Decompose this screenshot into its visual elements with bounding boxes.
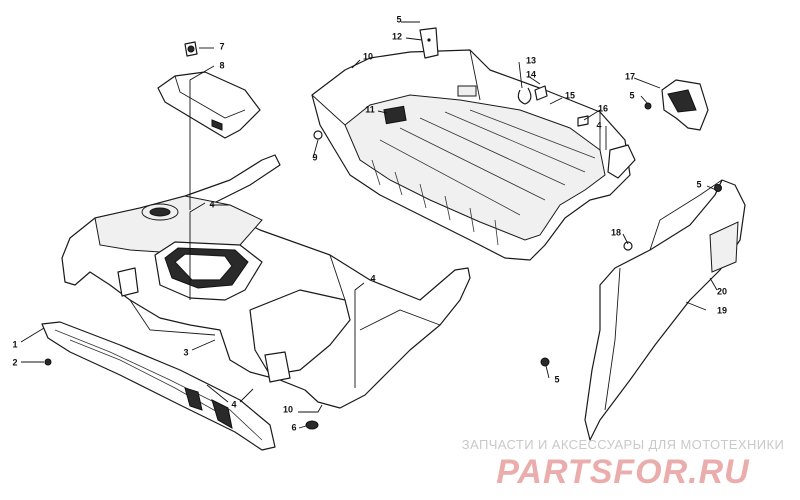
callout-10-cargo: 10 [363, 51, 373, 61]
callout-18: 18 [611, 227, 621, 237]
callout-14: 14 [526, 69, 536, 79]
callout-4-bottom: 4 [231, 399, 236, 409]
callout-7: 7 [219, 41, 224, 51]
callout-1: 1 [12, 339, 17, 349]
storage-lid [157, 71, 261, 139]
callout-4-cargo: 4 [596, 120, 601, 130]
callout-15: 15 [565, 90, 575, 100]
bracket [419, 27, 439, 59]
rear-body-panel [61, 154, 471, 409]
callout-5-latch: 5 [629, 90, 634, 100]
callout-12: 12 [392, 31, 402, 41]
callout-8: 8 [219, 60, 224, 70]
callout-4-center: 4 [370, 273, 375, 283]
latch-handle [661, 79, 709, 131]
callout-6: 6 [291, 422, 296, 432]
lower-left-trim [41, 321, 276, 451]
callout-20: 20 [717, 286, 727, 296]
callout-13: 13 [526, 55, 536, 65]
callout-19: 19 [717, 305, 727, 315]
site-watermark: ЗАПЧАСТИ И АКСЕССУАРЫ ДЛЯ МОТОТЕХНИКИ PA… [458, 437, 788, 492]
callout-16: 16 [598, 103, 608, 113]
callout-4-left-panel: 4 [209, 199, 214, 209]
callout-11: 11 [365, 104, 375, 114]
callout-3: 3 [183, 347, 188, 357]
leader-lines [20, 21, 718, 429]
watermark-tagline: ЗАПЧАСТИ И АКСЕССУАРЫ ДЛЯ МОТОТЕХНИКИ [461, 437, 785, 452]
callout-labels: 1 2 3 4 4 4 4 5 5 5 5 6 7 8 9 10 10 11 1… [12, 14, 727, 432]
cargo-box [311, 49, 636, 261]
callout-5-side-top: 5 [696, 179, 701, 189]
right-side-panel [584, 179, 746, 441]
callout-17: 17 [625, 71, 635, 81]
fasteners [44, 41, 722, 430]
callout-10-bottom: 10 [283, 404, 293, 414]
callout-5-bracket: 5 [396, 14, 401, 24]
callout-2: 2 [12, 357, 17, 367]
callout-9: 9 [312, 152, 317, 162]
callout-5-side-bottom: 5 [554, 374, 559, 384]
watermark-logo: PARTSFOR.RU [496, 453, 750, 491]
